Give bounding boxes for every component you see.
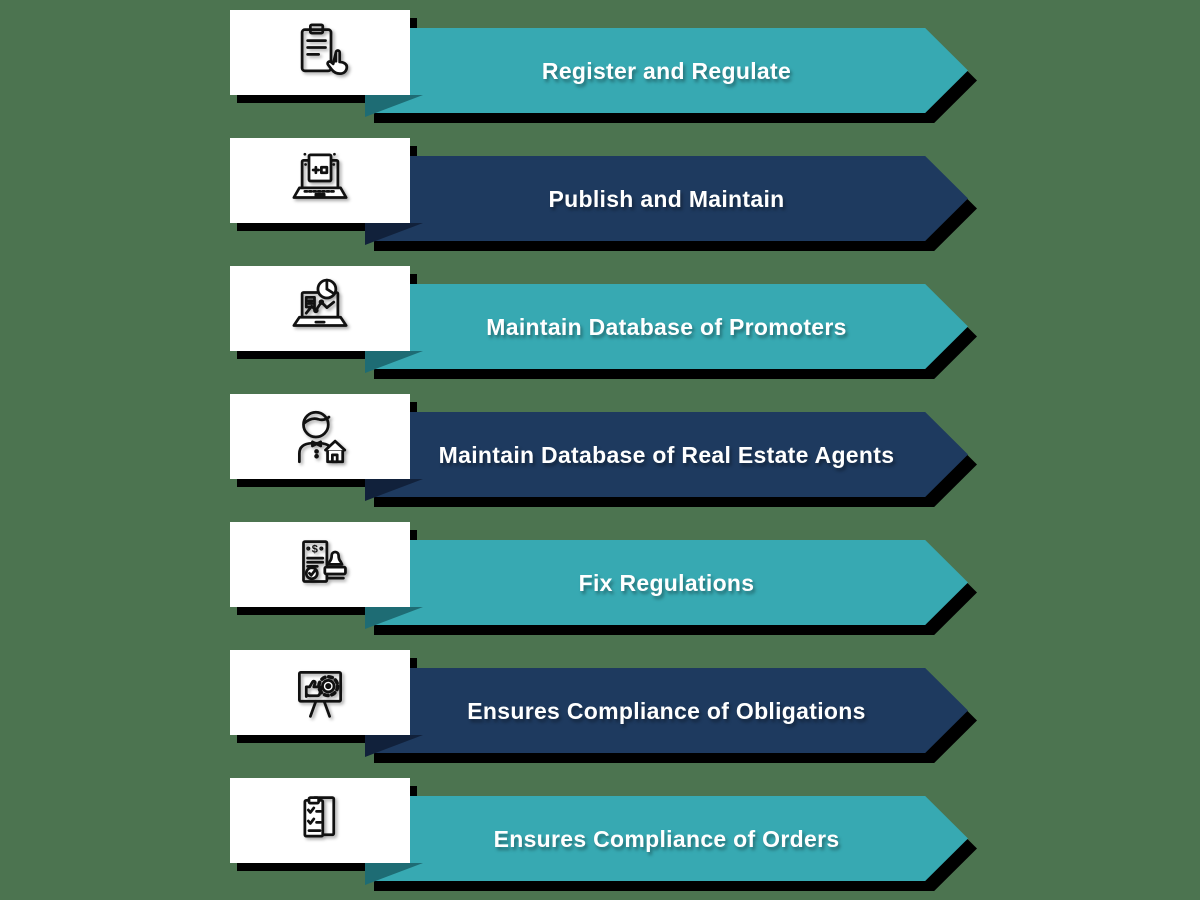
checklist-icon [287, 788, 353, 854]
arrow-banner: Maintain Database of Real Estate Agents [365, 412, 968, 497]
arrow-label: Fix Regulations [578, 569, 755, 596]
arrow-label: Maintain Database of Real Estate Agents [438, 441, 895, 468]
icon-card [230, 394, 410, 479]
arrow-label: Ensures Compliance of Orders [493, 825, 840, 852]
function-row: Ensures Compliance of Obligations [0, 650, 1200, 763]
function-row: Register and Regulate [0, 10, 1200, 123]
icon-card [230, 650, 410, 735]
svg-text:$: $ [312, 543, 318, 555]
laptop-publish-icon [287, 148, 353, 214]
icon-card [230, 10, 410, 95]
clipboard-click-icon [287, 20, 353, 86]
icon-card [230, 778, 410, 863]
function-row: Fix Regulations $ [0, 522, 1200, 635]
function-row: Maintain Database of Real Estate Agents [0, 394, 1200, 507]
arrow-banner: Maintain Database of Promoters [365, 284, 968, 369]
icon-card: $ [230, 522, 410, 607]
function-row: Ensures Compliance of Orders [0, 778, 1200, 891]
laptop-analytics-icon [287, 276, 353, 342]
document-stamp-icon: $ [287, 532, 353, 598]
agent-house-icon [287, 404, 353, 470]
arrow-banner: Fix Regulations [365, 540, 968, 625]
presentation-gear-icon [287, 660, 353, 726]
arrow-label: Maintain Database of Promoters [486, 313, 847, 340]
arrow-banner: Ensures Compliance of Orders [365, 796, 968, 881]
arrow-banner: Publish and Maintain [365, 156, 968, 241]
arrow-label: Publish and Maintain [548, 185, 785, 212]
arrow-label: Register and Regulate [541, 57, 792, 84]
arrow-label: Ensures Compliance of Obligations [467, 697, 866, 724]
icon-card [230, 266, 410, 351]
arrow-banner: Ensures Compliance of Obligations [365, 668, 968, 753]
arrow-banner: Register and Regulate [365, 28, 968, 113]
icon-card [230, 138, 410, 223]
function-row: Maintain Database of Promoters [0, 266, 1200, 379]
function-row: Publish and Maintain [0, 138, 1200, 251]
